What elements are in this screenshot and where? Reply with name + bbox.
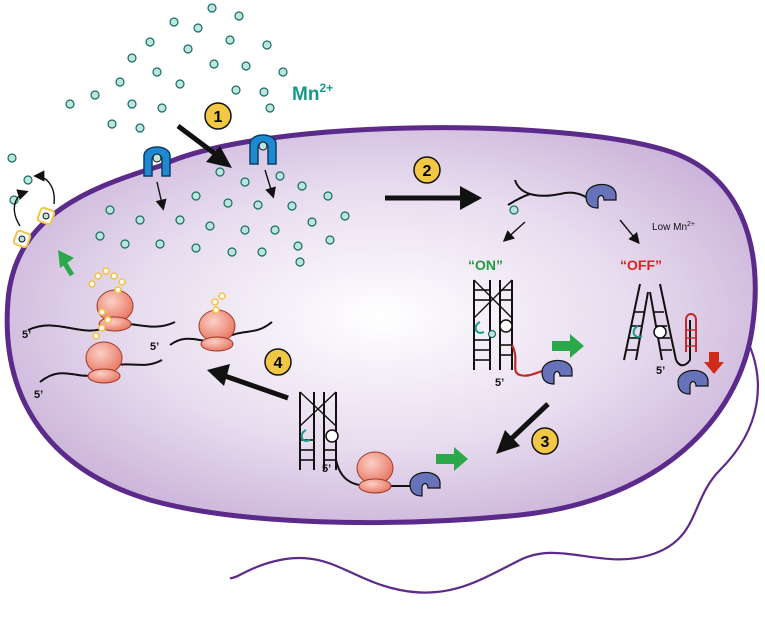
step-number-3: 3 — [541, 434, 550, 451]
cell-membrane — [4, 125, 758, 526]
riboswitch-off — [623, 283, 697, 367]
riboswitch-on — [473, 279, 549, 377]
five-prime-translating: 5’ — [322, 463, 331, 475]
low-mn-charge: 2+ — [687, 221, 695, 228]
exporter-left — [12, 229, 32, 249]
regulatory-protein-bottom — [409, 471, 441, 497]
svg-text:Mn2+: Mn2+ — [292, 81, 333, 105]
mn-ion-label: Mn — [292, 84, 319, 105]
transporter-left — [143, 146, 171, 177]
green-arrow-export — [58, 250, 75, 277]
step-badge-2: 2 — [413, 156, 441, 184]
riboswitch-translating — [299, 391, 420, 487]
red-arrow-off — [704, 352, 724, 374]
five-prime-mrna-3: 5’ — [34, 389, 43, 401]
intracellular-mn-ions — [95, 167, 350, 267]
extracellular-mn-ions — [7, 3, 288, 205]
step-number-2: 2 — [423, 163, 432, 180]
ribosome-bottom — [356, 451, 394, 494]
step-number-4: 4 — [274, 355, 283, 372]
step-badge-3: 3 — [531, 427, 559, 455]
five-prime-off: 5’ — [656, 365, 665, 377]
step-badge-1: 1 — [204, 102, 232, 130]
green-arrow-bottom — [436, 447, 468, 471]
svg-text:Low Mn2+: Low Mn2+ — [652, 221, 695, 233]
mrna-translating-bottom — [39, 308, 163, 384]
on-state-label: “ON” — [468, 257, 503, 273]
regulatory-protein-top — [585, 183, 617, 209]
exporter-right — [36, 206, 56, 226]
flagellum — [229, 329, 759, 594]
step-badge-4: 4 — [264, 348, 292, 376]
green-arrow-on — [552, 334, 584, 358]
five-prime-mrna-2: 5’ — [150, 341, 159, 353]
five-prime-mrna-1: 5’ — [22, 329, 31, 341]
mrna-translating-middle — [169, 292, 273, 352]
off-state-label: “OFF” — [620, 257, 662, 273]
low-mn-label: Low Mn — [652, 222, 687, 233]
regulatory-protein-on — [541, 359, 573, 385]
five-prime-on: 5’ — [495, 377, 504, 389]
mn-ion-charge: 2+ — [319, 81, 333, 95]
regulatory-protein-off — [677, 369, 709, 395]
transporter-right — [249, 134, 277, 165]
step-number-1: 1 — [214, 109, 223, 126]
